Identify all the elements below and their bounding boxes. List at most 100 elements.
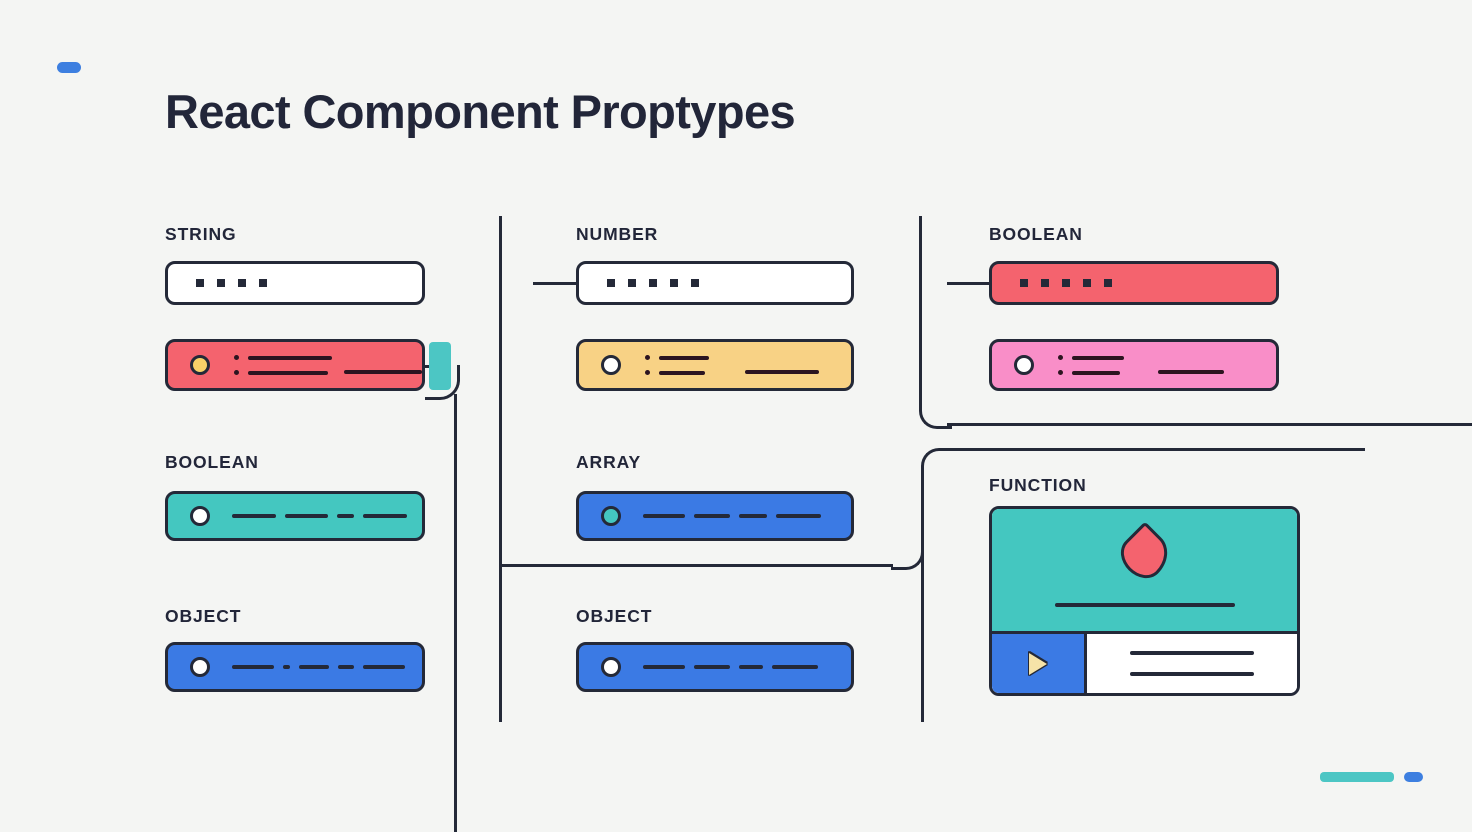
- dot-icon: [217, 279, 225, 287]
- object-card[interactable]: [165, 642, 425, 692]
- long-rule: [1158, 370, 1224, 374]
- dot-group: [1020, 279, 1112, 287]
- preview-rule: [1054, 603, 1235, 607]
- long-rule: [344, 370, 422, 374]
- dash: [694, 514, 730, 518]
- dash: [337, 514, 354, 518]
- play-button[interactable]: [992, 634, 1087, 693]
- status-circle-icon: [190, 355, 210, 375]
- dash: [285, 514, 328, 518]
- bullet-icon: [645, 370, 650, 375]
- dot-icon: [607, 279, 615, 287]
- long-rule: [745, 370, 819, 374]
- group-label-number: NUMBER: [576, 224, 659, 244]
- group-label-boolean-left: BOOLEAN: [165, 452, 259, 472]
- dash: [363, 514, 407, 518]
- connector-line-middle-lower: [501, 564, 893, 567]
- dash: [643, 665, 685, 669]
- list-item: [1058, 370, 1124, 375]
- status-circle-icon: [601, 506, 621, 526]
- column-divider-left: [499, 216, 502, 722]
- bullet-list: [645, 355, 709, 375]
- blue-pill-mark: [57, 62, 81, 73]
- bullet-icon: [234, 370, 239, 375]
- play-icon: [1029, 652, 1047, 675]
- group-label-object-middle: OBJECT: [576, 606, 653, 626]
- dot-icon: [670, 279, 678, 287]
- dash-rules: [232, 514, 407, 518]
- connector-corner-upper-right: [919, 396, 952, 429]
- group-label-boolean-right: BOOLEAN: [989, 224, 1083, 244]
- dash: [232, 665, 274, 669]
- dot-group: [196, 279, 267, 287]
- list-rule: [248, 355, 332, 360]
- status-circle-icon: [190, 506, 210, 526]
- connector-to-boolean-input: [947, 282, 992, 285]
- dash-rules: [232, 665, 405, 669]
- function-panel[interactable]: [989, 506, 1300, 696]
- teal-tab-lower: [429, 362, 451, 390]
- status-circle-icon: [601, 355, 621, 375]
- status-circle-icon: [190, 657, 210, 677]
- dot-group: [607, 279, 699, 287]
- blue-pill-mark-2: [1404, 772, 1423, 782]
- list-item: [234, 355, 332, 360]
- bullet-list: [1058, 355, 1124, 375]
- dash: [299, 665, 329, 669]
- text-rule: [1130, 651, 1254, 655]
- list-rule: [248, 370, 328, 375]
- list-item: [645, 355, 709, 360]
- status-circle-icon: [1014, 355, 1034, 375]
- bullet-icon: [645, 355, 650, 360]
- connector-line-function-branch: [949, 448, 1365, 451]
- dash: [283, 665, 290, 669]
- function-text-lines: [1087, 634, 1297, 693]
- group-label-function: FUNCTION: [989, 475, 1087, 495]
- connector-line-upper-right: [947, 423, 1472, 426]
- dash: [772, 665, 818, 669]
- dot-icon: [259, 279, 267, 287]
- function-preview-area: [992, 509, 1297, 634]
- dash: [338, 665, 354, 669]
- bullet-list: [234, 355, 332, 375]
- dash: [776, 514, 821, 518]
- group-label-array: ARRAY: [576, 452, 642, 472]
- dot-icon: [649, 279, 657, 287]
- dash: [739, 514, 767, 518]
- column-divider-function: [921, 470, 924, 722]
- object-card[interactable]: [576, 642, 854, 692]
- connector-corner-function-branch: [921, 448, 954, 481]
- connector-corner-middle-lower: [891, 537, 924, 570]
- group-label-object-left: OBJECT: [165, 606, 242, 626]
- dash: [232, 514, 276, 518]
- dot-icon: [1041, 279, 1049, 287]
- dot-icon: [1083, 279, 1091, 287]
- dash: [739, 665, 763, 669]
- number-input-card[interactable]: [576, 261, 854, 305]
- number-detail-card[interactable]: [576, 339, 854, 391]
- dot-icon: [1104, 279, 1112, 287]
- dot-icon: [628, 279, 636, 287]
- boolean-detail-card[interactable]: [989, 339, 1279, 391]
- string-input-card[interactable]: [165, 261, 425, 305]
- connector-line-string-branch: [419, 365, 431, 368]
- function-body: [992, 634, 1297, 693]
- list-rule: [659, 370, 705, 375]
- boolean-card[interactable]: [165, 491, 425, 541]
- bullet-icon: [1058, 370, 1063, 375]
- list-rule: [1072, 370, 1120, 375]
- list-item: [234, 370, 332, 375]
- dot-icon: [691, 279, 699, 287]
- dash-rules: [643, 514, 821, 518]
- bullet-icon: [1058, 355, 1063, 360]
- string-detail-card[interactable]: [165, 339, 425, 391]
- group-label-string: STRING: [165, 224, 237, 244]
- boolean-input-card[interactable]: [989, 261, 1279, 305]
- list-item: [645, 370, 709, 375]
- droplet-icon: [1111, 521, 1178, 587]
- list-item: [1058, 355, 1124, 360]
- status-circle-icon: [601, 657, 621, 677]
- connector-vertical-string-branch: [454, 394, 457, 832]
- array-card[interactable]: [576, 491, 854, 541]
